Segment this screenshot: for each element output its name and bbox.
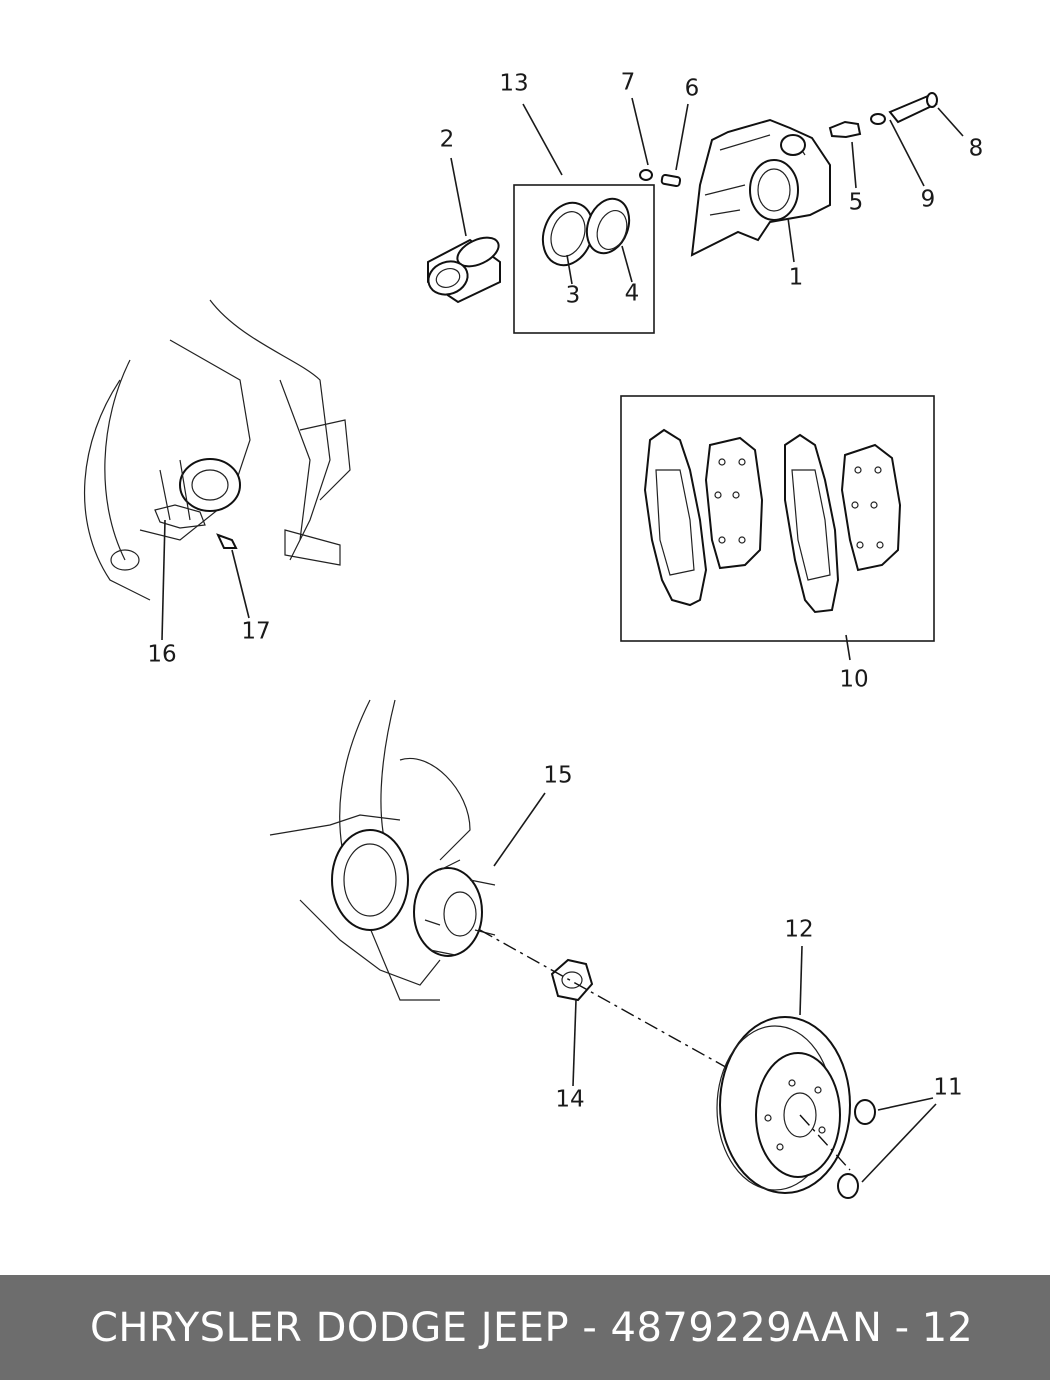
callout-15: 15 [543, 763, 572, 789]
caliper-housing [690, 118, 831, 257]
dust-boot [585, 197, 631, 255]
leader-lines [161, 97, 964, 1183]
callout-10: 10 [839, 667, 868, 693]
seal-kit-box [513, 184, 655, 334]
hub-nut [550, 958, 594, 1002]
page-reference: N - 12 [852, 1304, 973, 1351]
rotor-retainer-lower [837, 1173, 859, 1199]
callout-1: 1 [789, 265, 804, 291]
callout-13: 13 [499, 71, 528, 97]
knuckle-sensor-view [84, 299, 351, 601]
callout-17: 17 [241, 619, 270, 645]
pad-outer-left [643, 428, 708, 607]
pin-bushing [870, 113, 886, 125]
piston [427, 236, 501, 304]
hub-rotor-view [269, 699, 876, 1199]
callout-5: 5 [849, 190, 864, 216]
bleeder-cap [639, 169, 653, 181]
callout-11: 11 [933, 1075, 962, 1101]
callout-16: 16 [147, 642, 176, 668]
part-number-title: CHRYSLER DODGE JEEP - 4879229AA [90, 1304, 850, 1351]
callout-2: 2 [440, 127, 455, 153]
callout-3: 3 [566, 283, 581, 309]
brake-rotor [716, 1016, 851, 1194]
brake-pad-set [620, 395, 935, 642]
callout-7: 7 [621, 70, 636, 96]
caliper-group [427, 92, 938, 334]
callout-6: 6 [685, 76, 700, 102]
callout-12: 12 [784, 917, 813, 943]
callout-8: 8 [969, 136, 984, 162]
hub-bearing [413, 859, 496, 957]
rotor-retainer-upper [854, 1099, 876, 1125]
parts-diagram: 1 2 3 4 5 6 7 8 9 10 11 12 13 14 15 16 1… [84, 70, 983, 1199]
pad-outer-right [784, 433, 840, 614]
guide-pin-sleeve [888, 92, 938, 124]
guide-pin-bolt [828, 120, 862, 139]
callouts: 1 2 3 4 5 6 7 8 9 10 11 12 13 14 15 16 1… [147, 70, 983, 1113]
pad-inner-left [704, 436, 764, 570]
pad-inner-right [840, 443, 902, 572]
callout-14: 14 [555, 1087, 584, 1113]
sensor-bolt [216, 533, 238, 549]
callout-9: 9 [921, 187, 936, 213]
bleeder-screw [660, 173, 682, 188]
wheel-speed-sensor [154, 504, 206, 529]
footer-bar: CHRYSLER DODGE JEEP - 4879229AA N - 12 [0, 1275, 1050, 1380]
callout-4: 4 [625, 281, 640, 307]
